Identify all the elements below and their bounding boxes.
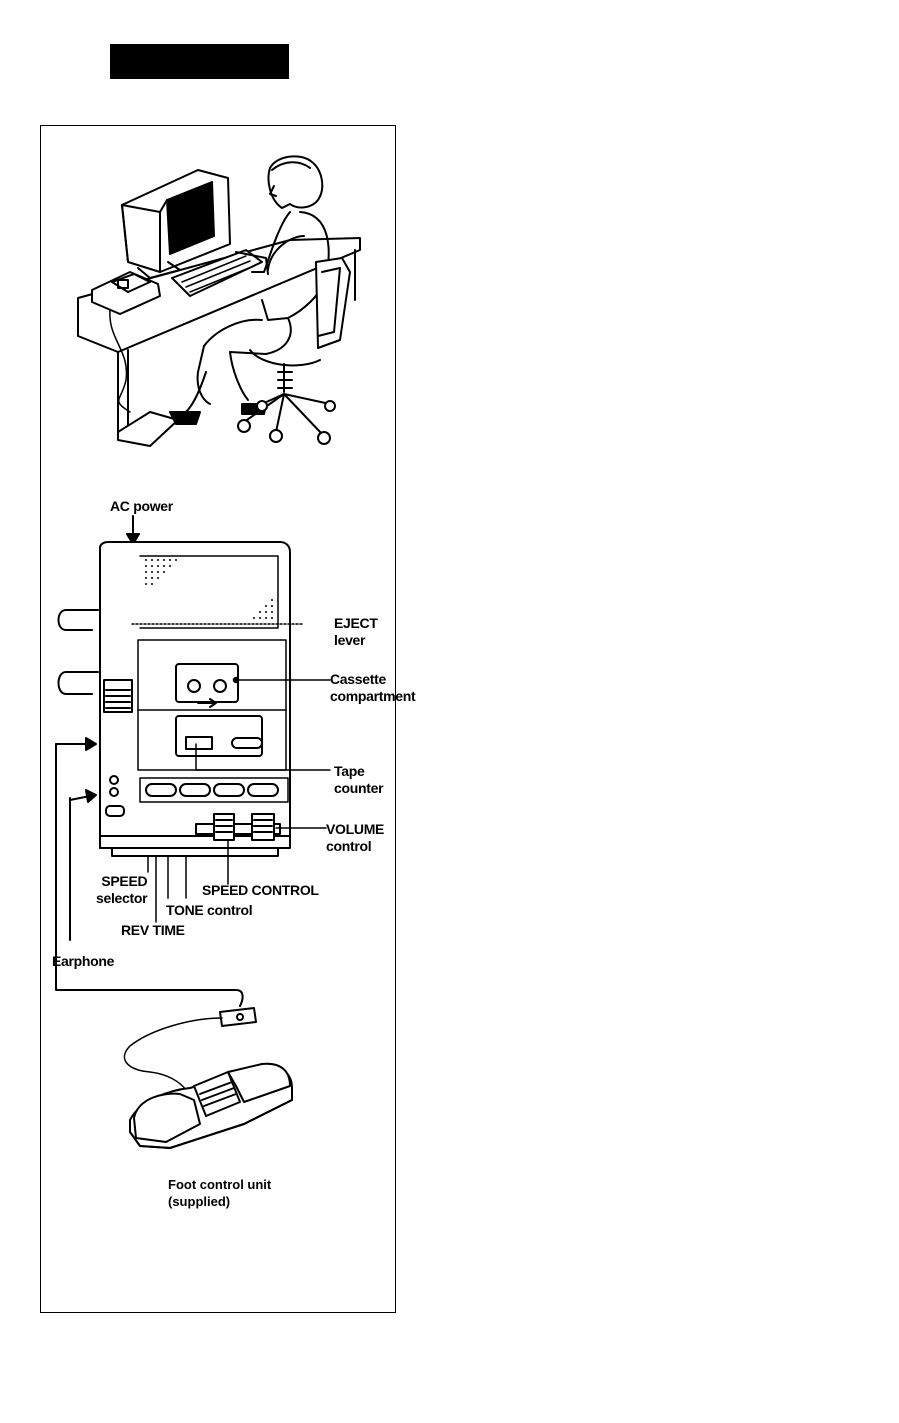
volume-control-label: VOLUME control — [326, 821, 384, 855]
office-scene-illustration — [78, 156, 360, 446]
tone-control-label: TONE control — [166, 902, 252, 919]
ac-power-label: AC power — [110, 498, 173, 515]
transcriber-unit-illustration — [56, 516, 330, 922]
speed-selector-label: SPEED selector — [96, 873, 147, 907]
earphone-label: Earphone — [52, 953, 114, 970]
cassette-compartment-label: Cassette compartment — [330, 671, 415, 705]
speed-control-label: SPEED CONTROL — [202, 882, 319, 899]
foot-control-caption: Foot control unit (supplied) — [168, 1176, 271, 1210]
eject-lever-label: EJECT lever — [334, 615, 378, 649]
tape-counter-label: Tape counter — [334, 763, 383, 797]
rev-time-label: REV TIME — [121, 922, 185, 939]
